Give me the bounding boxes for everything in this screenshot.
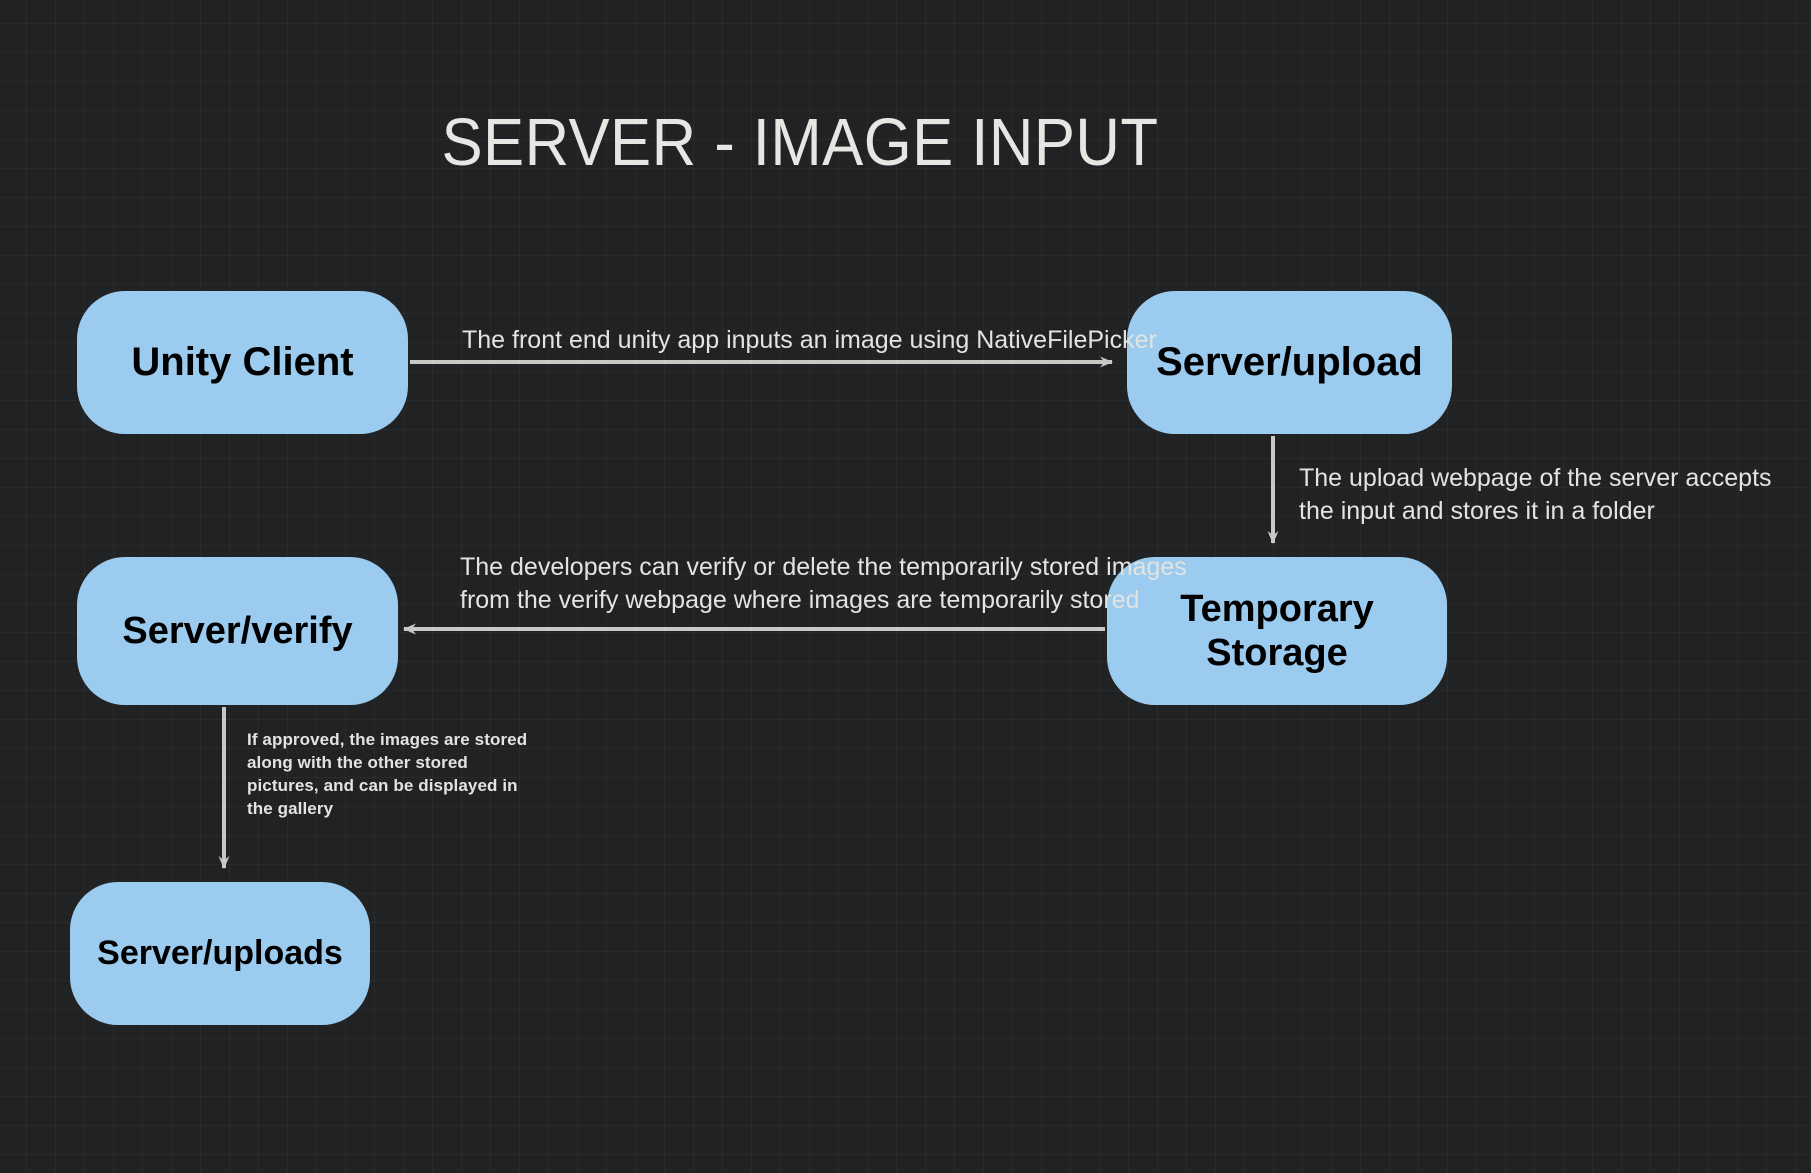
node-unity-client[interactable]: Unity Client — [77, 291, 408, 434]
edge-label-unity-to-upload: The front end unity app inputs an image … — [462, 326, 1157, 354]
node-server-uploads[interactable]: Server/uploads — [70, 882, 370, 1025]
node-server-verify[interactable]: Server/verify — [77, 557, 398, 705]
node-temporary-storage[interactable]: Temporary Storage — [1107, 557, 1447, 705]
page-title: SERVER - IMAGE INPUT — [441, 105, 1159, 180]
edge-label-upload-to-storage: The upload webpage of the server accepts… — [1299, 464, 1772, 525]
edge-label-storage-to-verify: The developers can verify or delete the … — [460, 553, 1187, 614]
node-server-upload[interactable]: Server/upload — [1127, 291, 1452, 434]
node-server-verify-label: Server/verify — [122, 609, 353, 652]
edge-label-verify-to-uploads: If approved, the images are stored along… — [247, 730, 528, 818]
node-server-upload-label: Server/upload — [1156, 340, 1423, 385]
node-unity-client-label: Unity Client — [131, 340, 354, 385]
node-temporary-storage-label: Temporary Storage — [1180, 587, 1374, 674]
node-server-uploads-label: Server/uploads — [97, 933, 343, 972]
